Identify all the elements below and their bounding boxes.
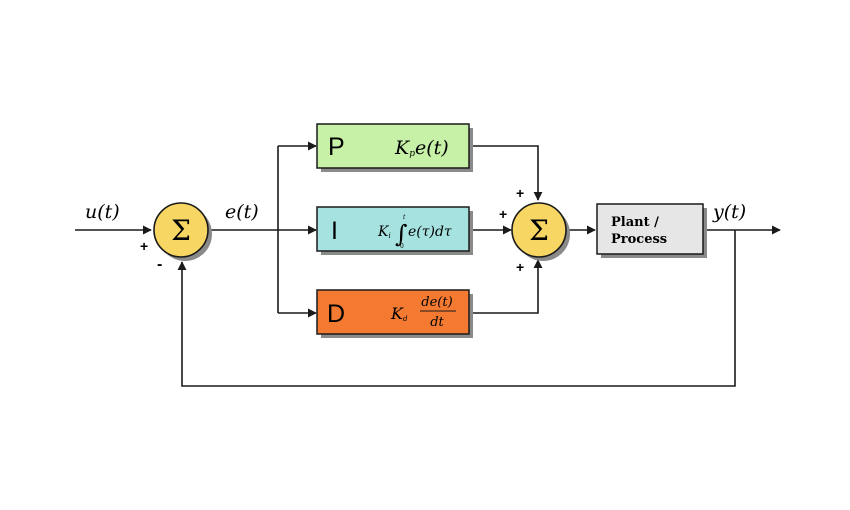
sum1-input-sign: + (140, 238, 148, 254)
d-block-letter: D (327, 300, 345, 328)
integral-sign: ∫ (395, 220, 408, 248)
error-signal-label: e(t) (225, 201, 259, 223)
integral-lower-limit: 0 (400, 243, 404, 250)
summing-junction-2: Σ (511, 202, 567, 258)
sum2-left-sign: + (499, 206, 507, 222)
i-block-letter: I (331, 217, 338, 245)
d-block-numerator: de(t) (421, 295, 452, 310)
p-block-letter: P (328, 133, 345, 161)
summing-junction-1-symbol: Σ (171, 214, 191, 247)
summing-junction-1-circle (153, 202, 209, 258)
d-block-denominator: dt (430, 315, 444, 330)
input-signal-label: u(t) (85, 201, 120, 223)
sum2-bottom-sign: + (516, 259, 524, 275)
d-block-box (316, 289, 470, 335)
summing-junction-1: Σ (153, 202, 209, 258)
output-signal-label: y(t) (712, 201, 746, 223)
i-block-integrand: e(τ)dτ (408, 224, 452, 240)
feedback-line (177, 230, 736, 387)
plant-label-line2: Process (611, 232, 667, 247)
p-block-box (316, 123, 470, 169)
sum1-feedback-sign: - (157, 256, 162, 273)
p-block-formula: Kpe(t) (394, 137, 449, 159)
d-block-gain: Kd (390, 304, 408, 323)
summing-junction-2-circle (511, 202, 567, 258)
p-out-line (469, 145, 543, 201)
plant-block: Plant / Process (596, 203, 704, 255)
i-block-gain: Ki (377, 224, 391, 240)
p-block: P Kpe(t) (316, 123, 470, 169)
plant-block-box (596, 203, 704, 255)
connections (75, 141, 781, 387)
integral-upper-limit: t (403, 214, 406, 221)
sum2-top-sign: + (516, 185, 524, 201)
i-block: I Ki ∫ t 0 e(τ)dτ (316, 206, 470, 252)
i-block-box (316, 206, 470, 252)
d-out-line (469, 259, 543, 314)
plant-label-line1: Plant / (611, 215, 659, 230)
summing-junction-2-symbol: Σ (529, 214, 549, 247)
d-block: D Kd de(t) dt (316, 289, 470, 335)
